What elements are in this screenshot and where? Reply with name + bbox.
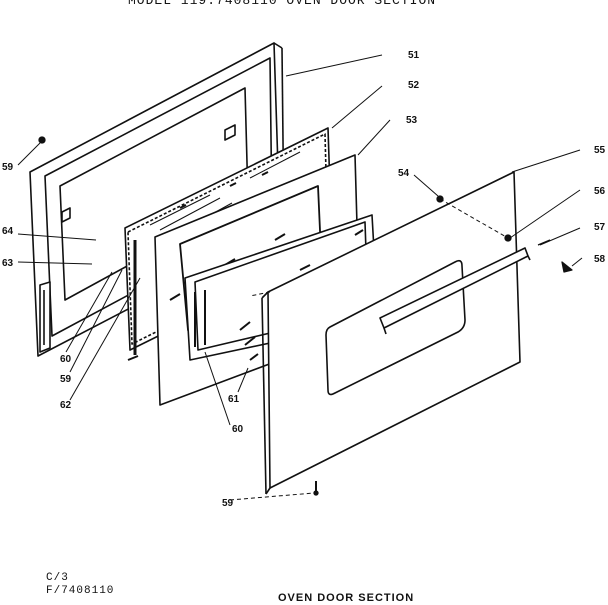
callout-53: 53 (406, 115, 418, 126)
footer-title: OVEN DOOR SECTION (278, 592, 415, 604)
callout-59-bottom: 59 (222, 498, 234, 509)
callout-62: 62 (60, 400, 72, 411)
hardware-parts (38, 136, 573, 496)
header-title: MODEL 119.7408110 OVEN DOOR SECTION (128, 0, 437, 8)
callout-60-left: 60 (60, 354, 72, 365)
drawing-code-line2: F/7408110 (46, 585, 115, 597)
callout-56: 56 (594, 186, 606, 197)
callout-57: 57 (594, 222, 606, 233)
drawing-code-line1: C/3 (46, 572, 69, 584)
part-55-outer-door (261, 171, 531, 495)
callout-64: 64 (2, 226, 14, 237)
leader-lines (17, 54, 583, 501)
callout-59-top: 59 (2, 162, 14, 173)
callout-55: 55 (594, 145, 606, 156)
callout-63: 63 (2, 258, 14, 269)
callout-60-low: 60 (232, 424, 244, 435)
callout-59-mid: 59 (60, 374, 72, 385)
callout-51: 51 (408, 50, 420, 61)
callout-52: 52 (408, 80, 420, 91)
callout-61: 61 (228, 394, 240, 405)
callout-54: 54 (398, 168, 410, 179)
callout-58: 58 (594, 254, 606, 265)
